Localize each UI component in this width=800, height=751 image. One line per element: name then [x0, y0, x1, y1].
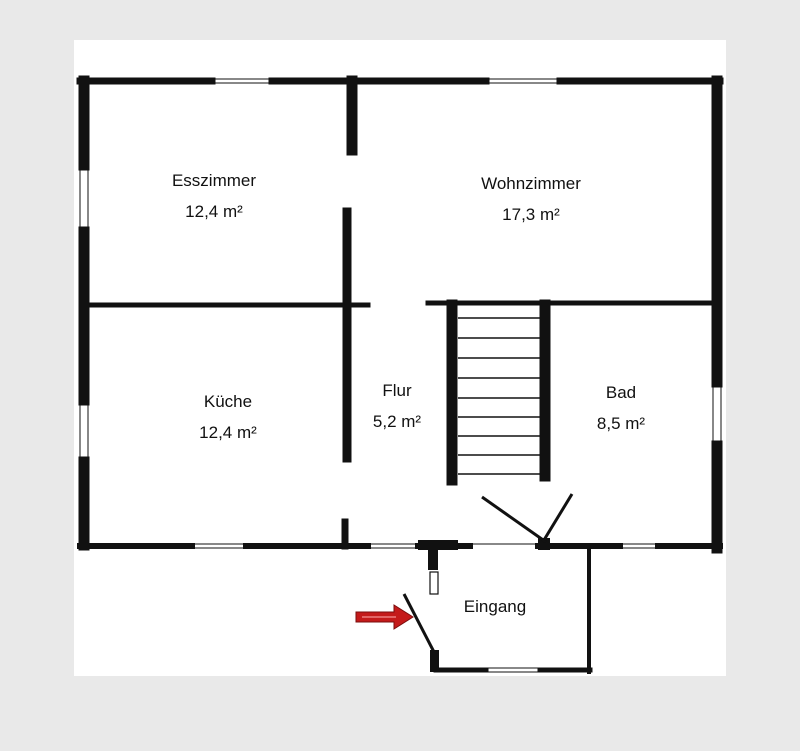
door-post-bad	[538, 538, 550, 550]
door-jamb-flur-stub	[428, 548, 438, 570]
entry-arrow-icon	[355, 604, 414, 630]
room-name-flur: Flur	[382, 381, 412, 400]
room-name-esszimmer: Esszimmer	[172, 171, 256, 190]
walls	[76, 75, 724, 674]
room-name-kueche: Küche	[204, 392, 252, 411]
room-name-bad: Bad	[606, 383, 636, 402]
room-labels: Esszimmer 12,4 m² Wohnzimmer 17,3 m² Küc…	[172, 171, 645, 616]
staircase	[458, 317, 540, 475]
window-sill-mark	[429, 571, 439, 595]
door-jamb-flur	[418, 540, 458, 550]
windows	[79, 78, 722, 673]
door-leaf-bad-2	[542, 493, 574, 541]
room-area-wohnzimmer: 17,3 m²	[502, 205, 560, 224]
door-leaf-eingang	[402, 593, 436, 653]
room-area-bad: 8,5 m²	[597, 414, 646, 433]
doors	[402, 493, 574, 672]
room-name-wohnzimmer: Wohnzimmer	[481, 174, 581, 193]
door-jamb-eingang	[430, 650, 439, 672]
door-leaf-bad-1	[481, 495, 547, 544]
room-name-eingang: Eingang	[464, 597, 526, 616]
room-area-flur: 5,2 m²	[373, 412, 422, 431]
paper-sheet	[74, 40, 726, 676]
room-area-esszimmer: 12,4 m²	[185, 202, 243, 221]
room-area-kueche: 12,4 m²	[199, 423, 257, 442]
